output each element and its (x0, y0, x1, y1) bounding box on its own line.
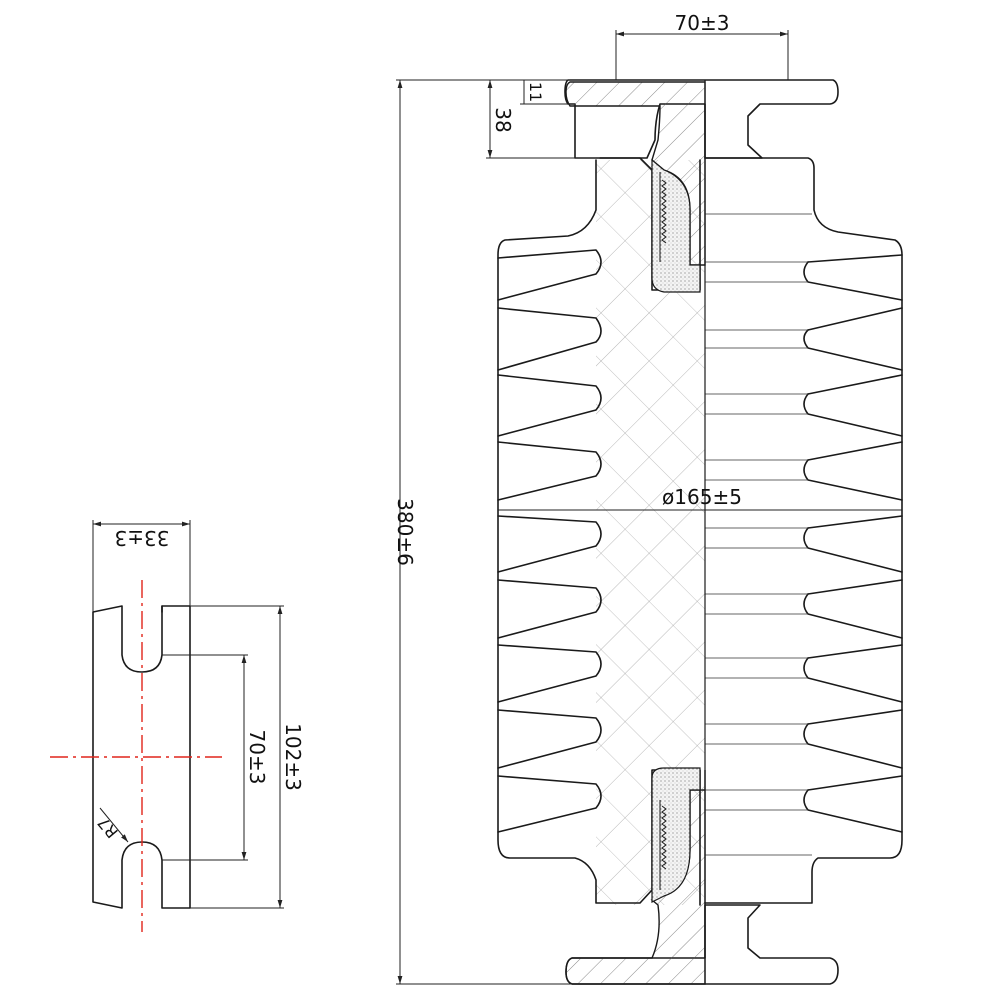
main-dimensions: 70±3 380±6 11 38 ø165±5 (393, 11, 789, 985)
dim-flange-thickness: 11 (526, 82, 545, 102)
insulator-core-left (596, 160, 705, 905)
top-insert-thread (659, 172, 667, 262)
flange-detail-view: 33±3 70±3 102±3 R7 (50, 520, 305, 932)
dim-detail-hole-spacing: 70±3 (245, 730, 269, 785)
dim-detail-length: 102±3 (281, 723, 305, 791)
dim-flange-depth: 38 (491, 107, 515, 132)
dim-total-height: 380±6 (393, 498, 417, 566)
right-outline (704, 157, 903, 904)
bottom-insert-thread (659, 800, 667, 890)
right-sheds (803, 254, 903, 833)
dim-top-width: 70±3 (675, 11, 730, 35)
left-sheds (497, 249, 602, 833)
dim-shed-diameter: ø165±5 (662, 485, 742, 509)
dim-detail-width: 33±3 (115, 526, 170, 550)
bottom-insert-cement (651, 767, 701, 903)
right-core-lines (705, 213, 812, 856)
dim-detail-radius: R7 (94, 813, 122, 842)
insulator-section-view (497, 79, 903, 985)
